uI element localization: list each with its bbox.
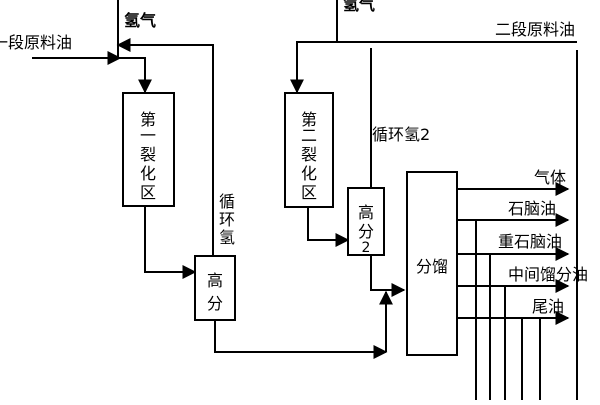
hydrogen1-label: 氢气 <box>124 11 156 30</box>
reactor1-box <box>122 92 175 207</box>
hp-sep2-char: 2 <box>362 240 371 256</box>
recycle-h2-1-char: 环 <box>219 210 235 229</box>
reactor2-char: 化 <box>301 164 317 183</box>
hydrogen2-label: 氢气 <box>343 0 375 14</box>
reactor2-char: 区 <box>301 183 317 202</box>
hp-sep2-outlet-line <box>370 255 406 297</box>
reactor1-inlet-line <box>118 57 152 94</box>
recycle-h2-1-char: 循 <box>219 192 235 211</box>
recycle-h2-2-label: 循环氢2 <box>372 125 430 144</box>
hp-sep1-box <box>194 255 236 321</box>
feed1-label: 一段原料油 <box>0 33 72 52</box>
hp-sep2-char: 高 <box>358 203 374 222</box>
reactor1-outlet-line <box>144 207 197 279</box>
reactor2-outlet-line <box>307 207 350 247</box>
fractionator-label: 分馏 <box>416 257 448 276</box>
hp-sep2-char: 分 <box>358 222 374 241</box>
recycle-h2-1-char: 氢 <box>219 228 235 247</box>
product-label-tail-oil: 尾油 <box>532 297 564 316</box>
product-label-heavy-naphtha: 重石脑油 <box>498 232 562 251</box>
hp-sep1-char: 分 <box>207 294 223 313</box>
product-label-gas: 气体 <box>534 168 566 187</box>
hp-sep2-box <box>347 187 385 256</box>
product-label-naphtha: 石脑油 <box>508 199 556 218</box>
reactor2-char: 裂 <box>301 145 317 164</box>
reactor1-char: 区 <box>140 183 156 202</box>
hp-sep1-outlet-line <box>214 320 388 359</box>
feed2-label: 二段原料油 <box>495 20 575 39</box>
reactor1-char: 第 <box>140 110 156 129</box>
fractionator-box <box>406 171 458 356</box>
feed2-line <box>290 41 577 94</box>
recycle-h2-1-line <box>116 38 214 258</box>
product-label-middle-distillate: 中间馏分油 <box>508 265 588 284</box>
reactor1-char: 一 <box>140 126 156 145</box>
reactor2-char: 第 <box>301 110 317 129</box>
reactor2-char: 二 <box>301 126 317 145</box>
reactor2-box <box>284 92 334 208</box>
hp-sep1-char: 高 <box>207 271 223 290</box>
reactor1-char: 化 <box>140 164 156 183</box>
reactor1-char: 裂 <box>140 145 156 164</box>
